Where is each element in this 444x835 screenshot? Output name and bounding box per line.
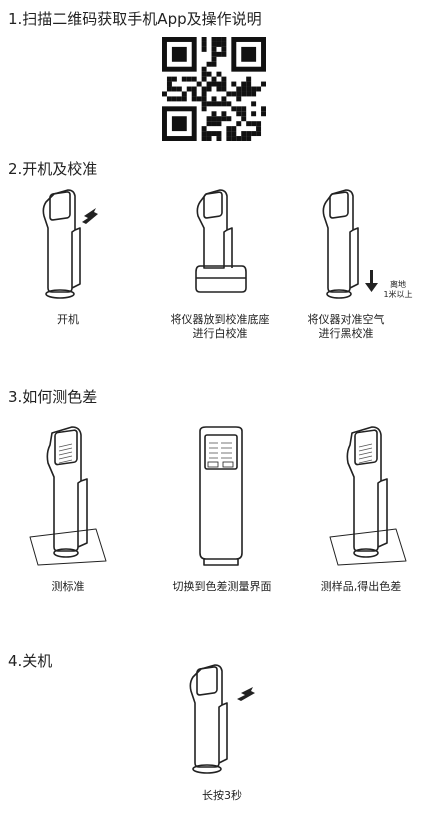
device-color-difference-screen-illustration (199, 426, 243, 566)
caption-measure-sample: 测样品,得出色差 (320, 580, 402, 593)
device-power-off-illustration (189, 664, 255, 774)
caption-white-calibration-line1: 将仪器放到校准底座 (170, 313, 270, 326)
qr-code[interactable] (162, 37, 266, 141)
height-note-line1: 离地 (390, 280, 406, 289)
caption-white-calibration: 将仪器放到校准底座 进行白校准 (160, 313, 280, 341)
section-title-power-calibrate: 2.开机及校准 (8, 160, 98, 178)
caption-black-calibration-line1: 将仪器对准空气 (307, 313, 385, 326)
section-title-scan: 1.扫描二维码获取手机App及操作说明 (8, 10, 262, 28)
device-power-on-illustration (42, 189, 98, 299)
device-measure-sample-illustration (329, 426, 407, 566)
caption-power-on: 开机 (57, 313, 79, 326)
height-note-line2: 1米以上 (383, 290, 413, 299)
caption-black-calibration-line2: 进行黑校准 (318, 327, 374, 340)
device-white-calibration-illustration (195, 189, 247, 293)
height-note: 离地 1米以上 (381, 280, 415, 300)
section-title-measure-color: 3.如何测色差 (8, 388, 98, 406)
caption-long-press: 长按3秒 (202, 789, 242, 802)
device-measure-standard-illustration (29, 426, 107, 566)
caption-white-calibration-line2: 进行白校准 (192, 327, 248, 340)
device-black-calibration-illustration (322, 189, 378, 299)
arrow-press-icon (237, 687, 255, 701)
caption-measure-standard: 测标准 (51, 580, 85, 593)
caption-black-calibration: 将仪器对准空气 进行黑校准 (296, 313, 396, 341)
section-title-power-off: 4.关机 (8, 652, 53, 670)
arrow-down-icon (365, 270, 378, 292)
caption-switch-screen: 切换到色差测量界面 (172, 580, 272, 593)
